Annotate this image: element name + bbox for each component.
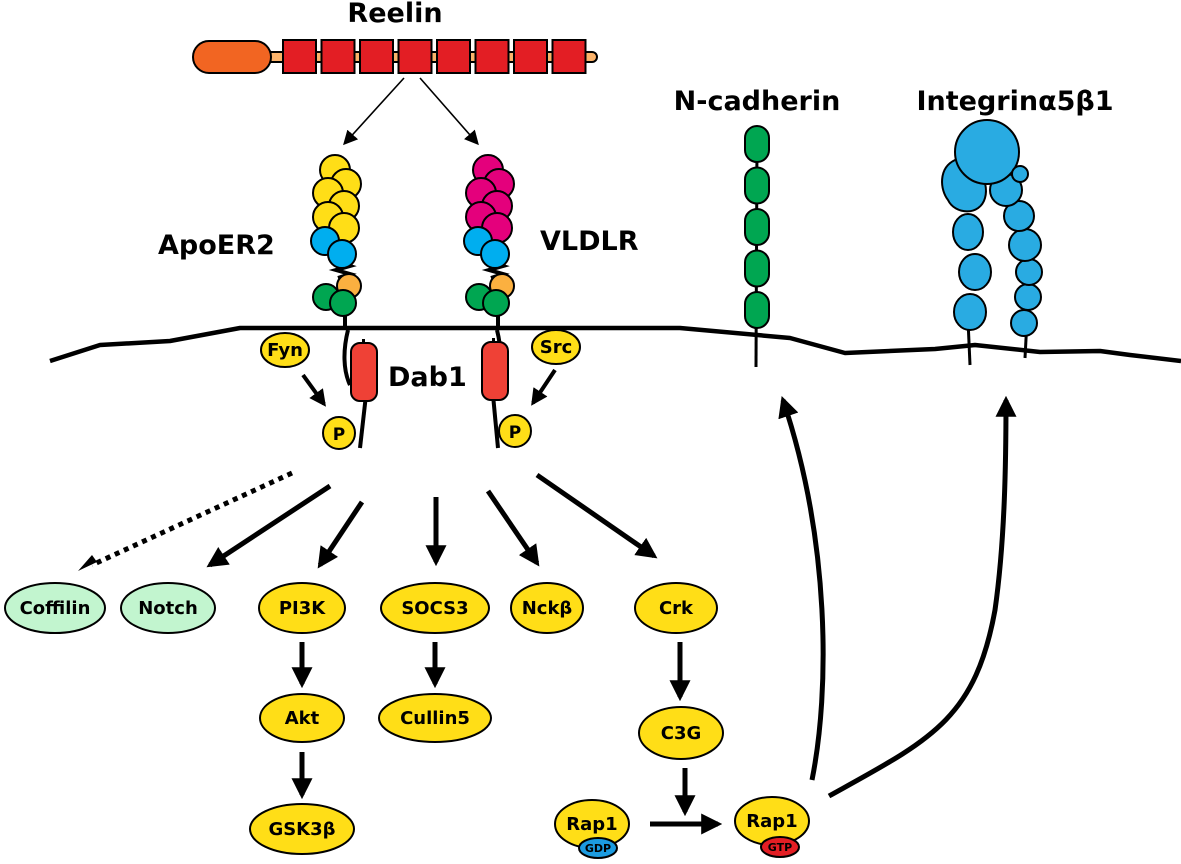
beta-propeller-domain [329, 289, 357, 317]
reelin-repeat [513, 39, 548, 74]
cadherin-domain [744, 291, 770, 329]
phospho-right: P [498, 414, 532, 448]
reelin-repeat [282, 39, 317, 74]
integrin-domain [1008, 228, 1042, 262]
rap1-to-ncadherin-arrow [778, 396, 826, 781]
reelin-repeat [359, 39, 394, 74]
cadherin-domain [744, 166, 770, 205]
rap1-gdp: Rap1 GDP [554, 799, 630, 859]
effector-coffilin: Coffilin [4, 582, 106, 634]
reelin-n-terminal [192, 40, 272, 74]
rap1-to-integrin-arrow [827, 395, 1017, 799]
svg-text:GSK3β: GSK3β [268, 819, 335, 840]
svg-text:Rap1: Rap1 [566, 814, 617, 835]
coffilin-dashed-arrow [90, 470, 294, 568]
reelin-repeat [436, 39, 471, 74]
ncadherin-label: N-cadherin [674, 86, 841, 117]
vldlr-label: VLDLR [540, 226, 639, 257]
integrin-domain [952, 213, 984, 251]
svg-text:P: P [333, 425, 345, 445]
effector-socs3: SOCS3 [380, 582, 490, 634]
reelin-repeat [474, 39, 510, 74]
svg-text:Notch: Notch [138, 598, 198, 619]
integrin-receptor [941, 119, 1043, 366]
svg-text:SOCS3: SOCS3 [401, 598, 468, 619]
gtp-badge [760, 836, 800, 858]
svg-text:P: P [509, 423, 521, 443]
effector-nodes: Coffilin Notch PI3K SOCS3 Nckβ Crk [4, 582, 718, 634]
integrin-domain [1010, 309, 1038, 337]
egf-repeat [480, 239, 510, 269]
reelin: Reelin [192, 0, 598, 74]
svg-text:PI3K: PI3K [279, 598, 326, 619]
svg-text:Src: Src [540, 337, 573, 358]
integrin-domain [958, 253, 992, 291]
svg-text:Cullin5: Cullin5 [400, 708, 470, 729]
reelin-label: Reelin [347, 0, 442, 29]
svg-text:GDP: GDP [585, 842, 611, 855]
integrin-domain [1015, 258, 1043, 286]
reelin-repeat [551, 39, 587, 74]
svg-text:Crk: Crk [659, 598, 694, 619]
cadherin-domain [744, 208, 770, 246]
coffilin-arrowhead [78, 555, 97, 571]
integrin-domain [1014, 283, 1042, 311]
gdp-badge [578, 837, 618, 859]
apoer2-receptor [310, 154, 362, 330]
effector-nckb: Nckβ [510, 582, 584, 634]
svg-text:Rap1: Rap1 [746, 811, 797, 832]
plasma-membrane [49, 325, 1181, 364]
cadherin-domain [744, 249, 770, 288]
svg-text:Nckβ: Nckβ [522, 598, 573, 619]
svg-text:Akt: Akt [285, 708, 320, 729]
pi3k-arrow [317, 500, 365, 569]
integrin-domain [954, 119, 1020, 185]
nckb-arrow [485, 489, 540, 567]
notch-arrow [206, 483, 332, 568]
effector-pi3k: PI3K [258, 582, 346, 634]
dab1-left [342, 329, 378, 449]
reelin-repeats [282, 39, 587, 74]
svg-text:Coffilin: Coffilin [20, 598, 91, 619]
cadherin-domain [744, 125, 770, 163]
phospho-left: P [322, 416, 356, 450]
src-kinase: Src [531, 329, 581, 365]
reelin-repeat [320, 39, 356, 74]
integrin-label: Integrinα5β1 [916, 86, 1113, 117]
integrin-domain [1011, 165, 1029, 183]
node-cullin5: Cullin5 [378, 693, 492, 743]
svg-text:GTP: GTP [768, 841, 792, 854]
svg-text:Fyn: Fyn [267, 340, 303, 361]
fyn-arrow [301, 373, 326, 407]
integrin-domain [953, 293, 987, 331]
fyn-kinase: Fyn [260, 332, 310, 368]
ncadherin-receptor [744, 125, 770, 368]
beta-propeller-domain [482, 289, 510, 317]
effector-crk: Crk [634, 582, 718, 634]
crk-arrow [535, 472, 658, 559]
reelin-to-vldlr-arrow [419, 77, 479, 146]
node-gsk3b: GSK3β [249, 803, 355, 855]
rap1-gtp: Rap1 GTP [734, 796, 810, 858]
vldlr-receptor [463, 154, 515, 330]
src-arrow [531, 368, 557, 406]
reelin-to-apoer2-arrow [343, 77, 405, 146]
apoer2-label: ApoER2 [158, 230, 275, 261]
dab1-label: Dab1 [388, 362, 467, 393]
node-c3g: C3G [638, 706, 724, 760]
node-akt: Akt [259, 693, 345, 743]
effector-notch: Notch [120, 582, 216, 634]
reelin-repeat [397, 39, 433, 74]
egf-repeat [327, 239, 357, 269]
integrin-domain [1003, 200, 1035, 232]
dab1-right [481, 329, 509, 449]
svg-text:C3G: C3G [661, 723, 702, 744]
